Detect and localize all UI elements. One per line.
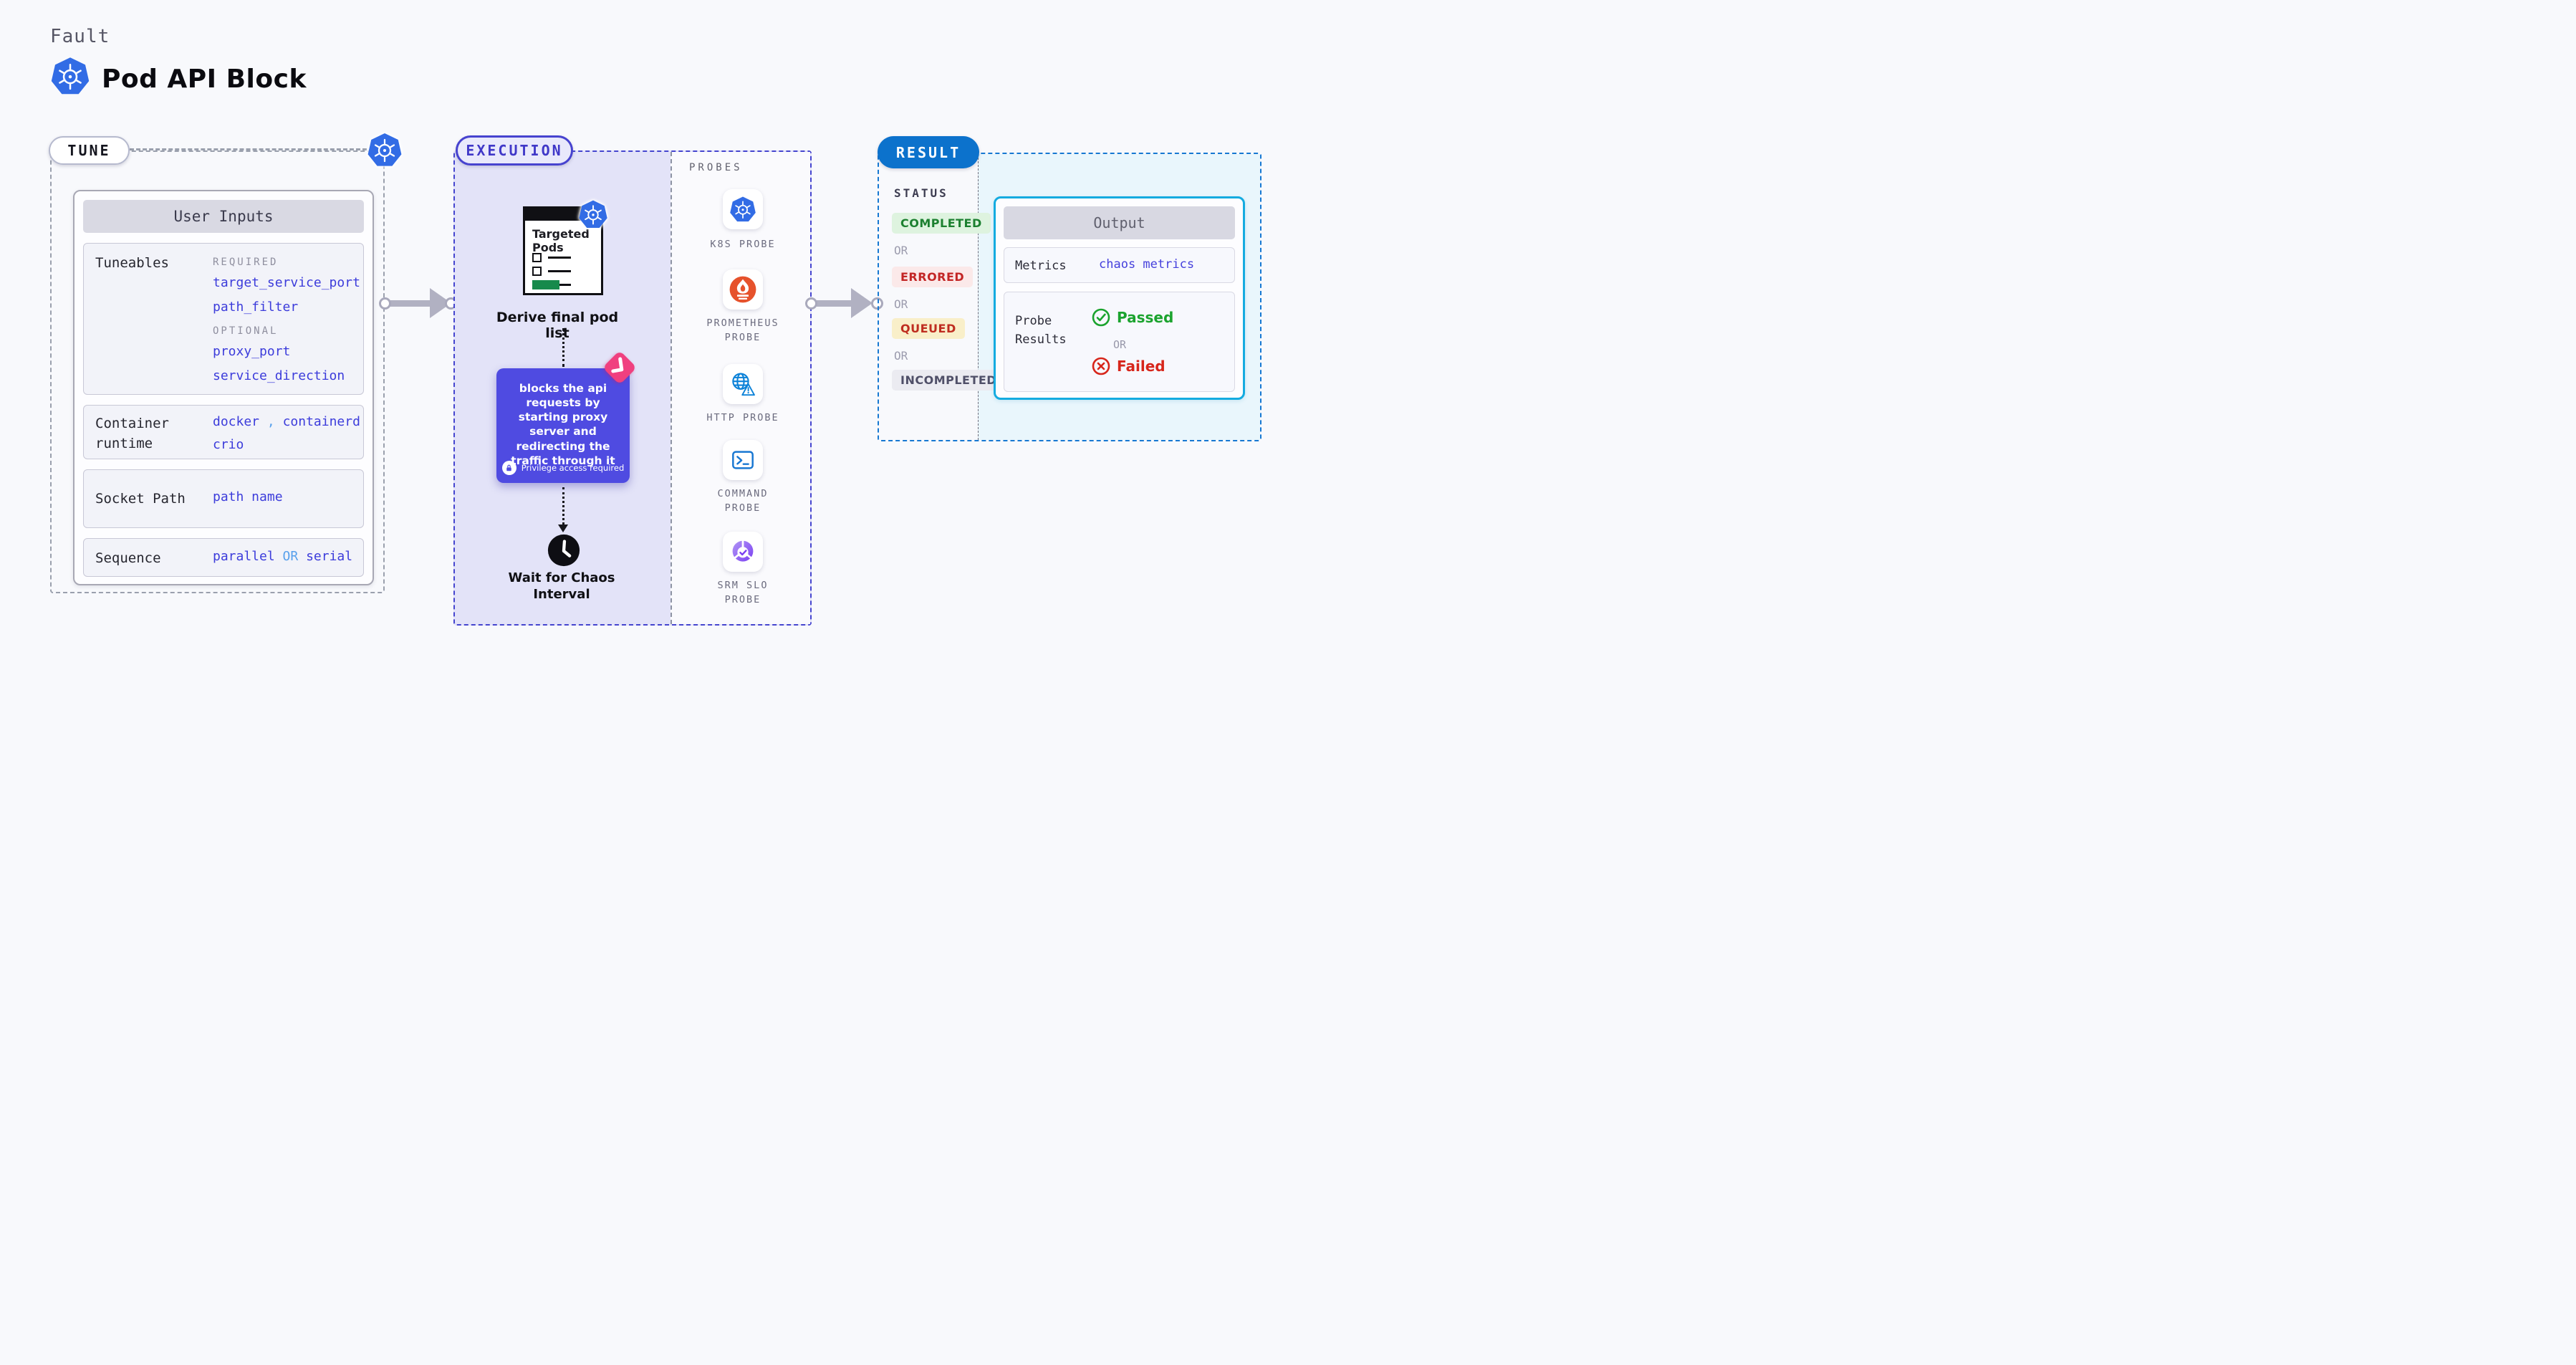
tuneables-label: Tuneables: [95, 255, 169, 271]
status-badge-queued: QUEUED: [892, 318, 965, 339]
socket-path-value: path name: [213, 489, 283, 504]
probe-results-label: Probe Results: [1015, 314, 1067, 347]
fault-action-box: blocks the api requests by starting prox…: [496, 368, 630, 483]
probes-heading: PROBES: [689, 162, 743, 173]
flow-dotted-connector: [562, 487, 564, 525]
privilege-note: Privilege access required: [496, 461, 630, 475]
flow-dotted-connector: [562, 328, 564, 367]
connector-dot: [805, 297, 817, 310]
tuneable-value: target_service_port: [213, 275, 360, 290]
execution-section-box: Targeted Pods Derive final pod list bloc…: [453, 150, 812, 626]
probe-label: K8S PROBE: [710, 239, 776, 250]
x-circle-icon: [1092, 357, 1110, 375]
user-inputs-card: User Inputs Tuneables REQUIRED target_se…: [73, 190, 374, 585]
socket-path-label: Socket Path: [95, 491, 186, 507]
status-badge-completed: COMPLETED: [892, 213, 991, 234]
probe-label: SRM SLO PROBE: [717, 580, 769, 605]
check-circle-icon: [1092, 308, 1110, 327]
k8s-probe-card: [723, 189, 763, 229]
tuneable-value: proxy_port: [213, 344, 291, 359]
targeted-pods-green-button: [532, 280, 559, 289]
kubernetes-icon: [578, 199, 608, 229]
probe-label: HTTP PROBE: [706, 412, 779, 423]
socket-path-row: Socket Path path name: [83, 469, 364, 528]
optional-heading: OPTIONAL: [213, 325, 279, 337]
probe-label: COMMAND PROBE: [717, 488, 769, 514]
runtime-value: crio: [213, 437, 244, 452]
clock-icon: [547, 533, 581, 567]
result-section-pill: RESULT: [878, 136, 979, 168]
or-separator: OR: [894, 349, 908, 363]
required-heading: REQUIRED: [213, 257, 279, 268]
probes-panel: PROBES K8S PROBE PROMETHEUS PROBE HTTP P…: [671, 152, 810, 624]
metrics-label: Metrics: [1015, 259, 1067, 273]
kubernetes-icon: [367, 132, 403, 168]
derive-pod-list-step: Derive final pod list: [496, 310, 619, 341]
status-heading: STATUS: [894, 186, 948, 200]
connector-dot: [379, 297, 391, 310]
sequence-row: Sequence parallel OR serial: [83, 538, 364, 577]
execution-section-pill: EXECUTION: [456, 135, 573, 166]
probe-result-failed: Failed: [1092, 357, 1166, 375]
sequence-label: Sequence: [95, 550, 161, 566]
container-runtime-row: Container runtime docker , containerd cr…: [83, 405, 364, 459]
kubernetes-icon: [50, 56, 90, 96]
command-probe-card: [723, 440, 763, 480]
probe-label: PROMETHEUS PROBE: [706, 317, 779, 343]
or-separator: OR: [894, 244, 908, 257]
lock-icon: [501, 461, 516, 475]
tune-section-box: [50, 150, 385, 593]
runtime-value: docker , containerd: [213, 414, 360, 429]
wait-chaos-interval-step: Wait for Chaos Interval: [508, 570, 615, 602]
or-separator: OR: [894, 297, 908, 311]
tuneable-value: path_filter: [213, 300, 299, 315]
tune-dashed-connector: [130, 148, 367, 150]
prometheus-probe-card: [723, 269, 763, 310]
probe-results-row: Probe Results Passed OR Failed: [1004, 292, 1235, 392]
metrics-row: Metrics chaos metrics: [1004, 247, 1235, 283]
status-badge-errored: ERRORED: [892, 267, 974, 287]
status-badge-incompleted: INCOMPLETED: [892, 370, 1006, 391]
srm-slo-probe-card: [723, 532, 763, 572]
sequence-value: parallel OR serial: [213, 549, 353, 564]
user-inputs-title: User Inputs: [83, 200, 364, 233]
metrics-value: chaos metrics: [1099, 257, 1195, 272]
fault-diagram-canvas: Fault Pod API Block TUNE User Inputs Tun…: [0, 0, 1288, 682]
fault-eyebrow: Fault: [50, 26, 110, 47]
targeted-pods-title: Targeted Pods: [532, 227, 590, 255]
or-separator: OR: [1113, 338, 1127, 351]
page-title: Pod API Block: [102, 64, 307, 94]
connector-dot: [871, 297, 883, 310]
tuneables-row: Tuneables REQUIRED target_service_port p…: [83, 243, 364, 395]
tune-section-pill: TUNE: [49, 136, 130, 165]
http-probe-card: [723, 364, 763, 404]
container-runtime-label: Container runtime: [95, 416, 169, 451]
tuneable-value: service_direction: [213, 368, 345, 383]
output-card: Output Metrics chaos metrics Probe Resul…: [994, 196, 1245, 400]
arrowhead-icon: [558, 525, 568, 532]
output-title: Output: [1004, 206, 1235, 239]
probe-result-passed: Passed: [1092, 308, 1173, 327]
fault-action-description: blocks the api requests by starting prox…: [511, 382, 615, 467]
